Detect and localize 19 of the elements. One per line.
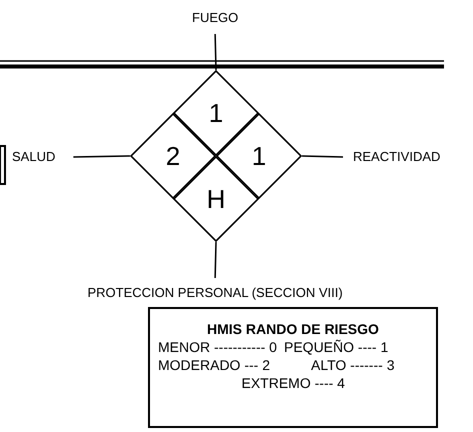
rating-entry: PEQUEÑO ---- 1 (284, 339, 388, 355)
leader-line (73, 155, 130, 158)
category-label: SALUD (12, 149, 56, 165)
rating-entry: MENOR ----------- 0 (158, 339, 277, 355)
hazard-rating: 1 (208, 99, 224, 127)
rating-entry: MODERADO --- 2 (158, 357, 270, 373)
hazard-rating: H (206, 185, 226, 213)
rating-entry: ALTO ------- 3 (311, 357, 394, 373)
leader-line (214, 242, 217, 278)
hazard-rating: 1 (250, 142, 268, 170)
hazard-rating: 2 (164, 142, 182, 170)
category-label: REACTIVIDAD (353, 149, 440, 165)
legend-heading: HMIS RANDO DE RIESGO (207, 321, 379, 337)
category-label: FUEGO (192, 10, 238, 26)
rating-legend-box (148, 307, 438, 428)
leader-line (214, 34, 217, 70)
leader-line (302, 155, 344, 158)
rating-entry: EXTREMO ---- 4 (242, 375, 345, 391)
category-label: PROTECCION PERSONAL (SECCION VIII) (88, 285, 343, 301)
